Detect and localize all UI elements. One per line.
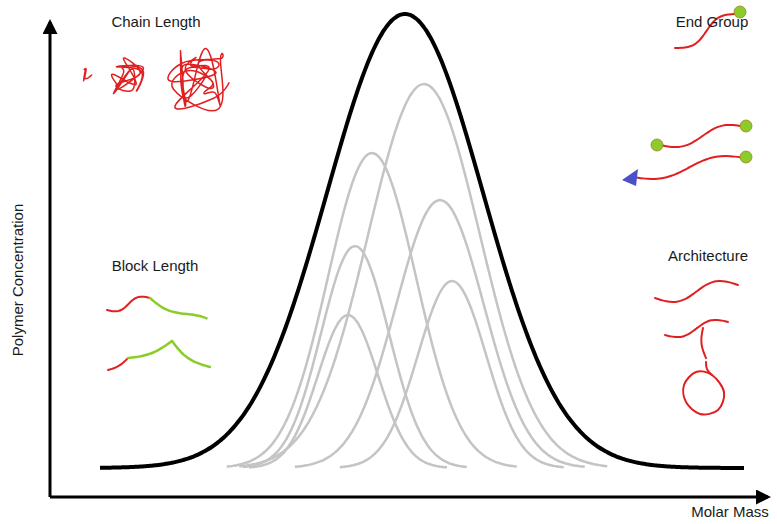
y-axis (49, 22, 52, 497)
chain-stroke (108, 358, 128, 370)
component-curves (227, 84, 607, 467)
chain-stroke (701, 328, 706, 358)
x-axis (50, 496, 768, 499)
chain-stroke (84, 68, 92, 80)
chain-stroke (665, 320, 728, 337)
feature-label: End Group (676, 13, 749, 31)
axis-label: Polymer Concentration (9, 204, 27, 357)
chain-icons (84, 6, 752, 414)
feature-label: Chain Length (111, 13, 200, 31)
chain-stroke (107, 297, 150, 312)
total-distribution (100, 14, 744, 468)
chain-stroke (128, 341, 172, 358)
feature-label: Block Length (112, 257, 199, 275)
chain-stroke (172, 341, 210, 367)
component-curve (340, 281, 564, 467)
chain-stroke (112, 58, 144, 94)
end-group-triangle (622, 169, 638, 186)
chain-stroke (655, 281, 738, 302)
chain-stroke (660, 125, 745, 147)
ring-polymer (683, 371, 724, 414)
axis-label: Molar Mass (691, 503, 769, 521)
chain-stroke (168, 49, 229, 111)
total-curve (100, 14, 744, 468)
end-group-dot (651, 139, 663, 151)
component-curve (239, 84, 607, 466)
component-curve (249, 315, 447, 467)
end-group-dot (740, 151, 752, 163)
chain-stroke (150, 298, 207, 318)
component-curve (227, 153, 517, 467)
chain-stroke (633, 156, 745, 179)
end-group-dot (740, 120, 752, 132)
feature-label: Architecture (668, 247, 748, 265)
component-curve (295, 200, 585, 467)
